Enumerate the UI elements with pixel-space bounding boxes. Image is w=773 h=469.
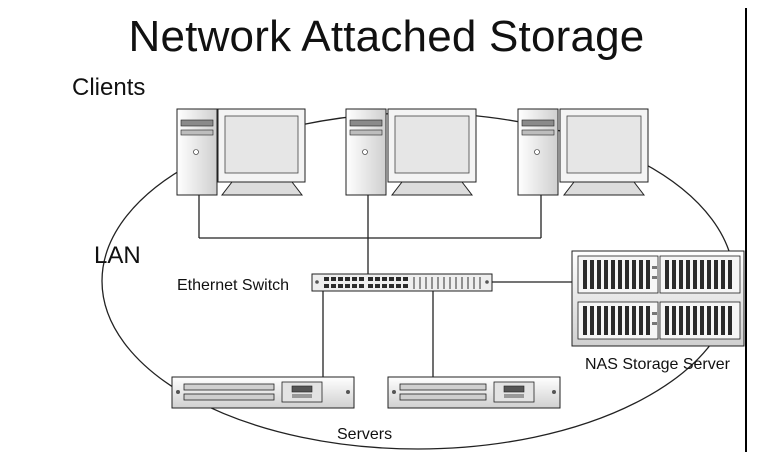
clients-label: Clients: [72, 74, 146, 101]
nas-storage-server-device: [571, 250, 745, 347]
switch-links: [322, 281, 572, 377]
ethernet-switch-label: Ethernet Switch: [177, 277, 290, 294]
client-workstation-1: [176, 108, 306, 196]
server-1-device: [171, 376, 355, 409]
server-2-device: [387, 376, 561, 409]
client-workstation-2: [345, 108, 477, 196]
nas-storage-server-label: NAS Storage Server: [585, 356, 730, 373]
client-links: [198, 195, 542, 275]
lan-label: LAN: [94, 242, 141, 269]
client-workstation-3: [517, 108, 649, 196]
diagram-title: Network Attached Storage: [128, 12, 645, 61]
ethernet-switch-device: [311, 273, 493, 292]
servers-label: Servers: [337, 426, 393, 443]
